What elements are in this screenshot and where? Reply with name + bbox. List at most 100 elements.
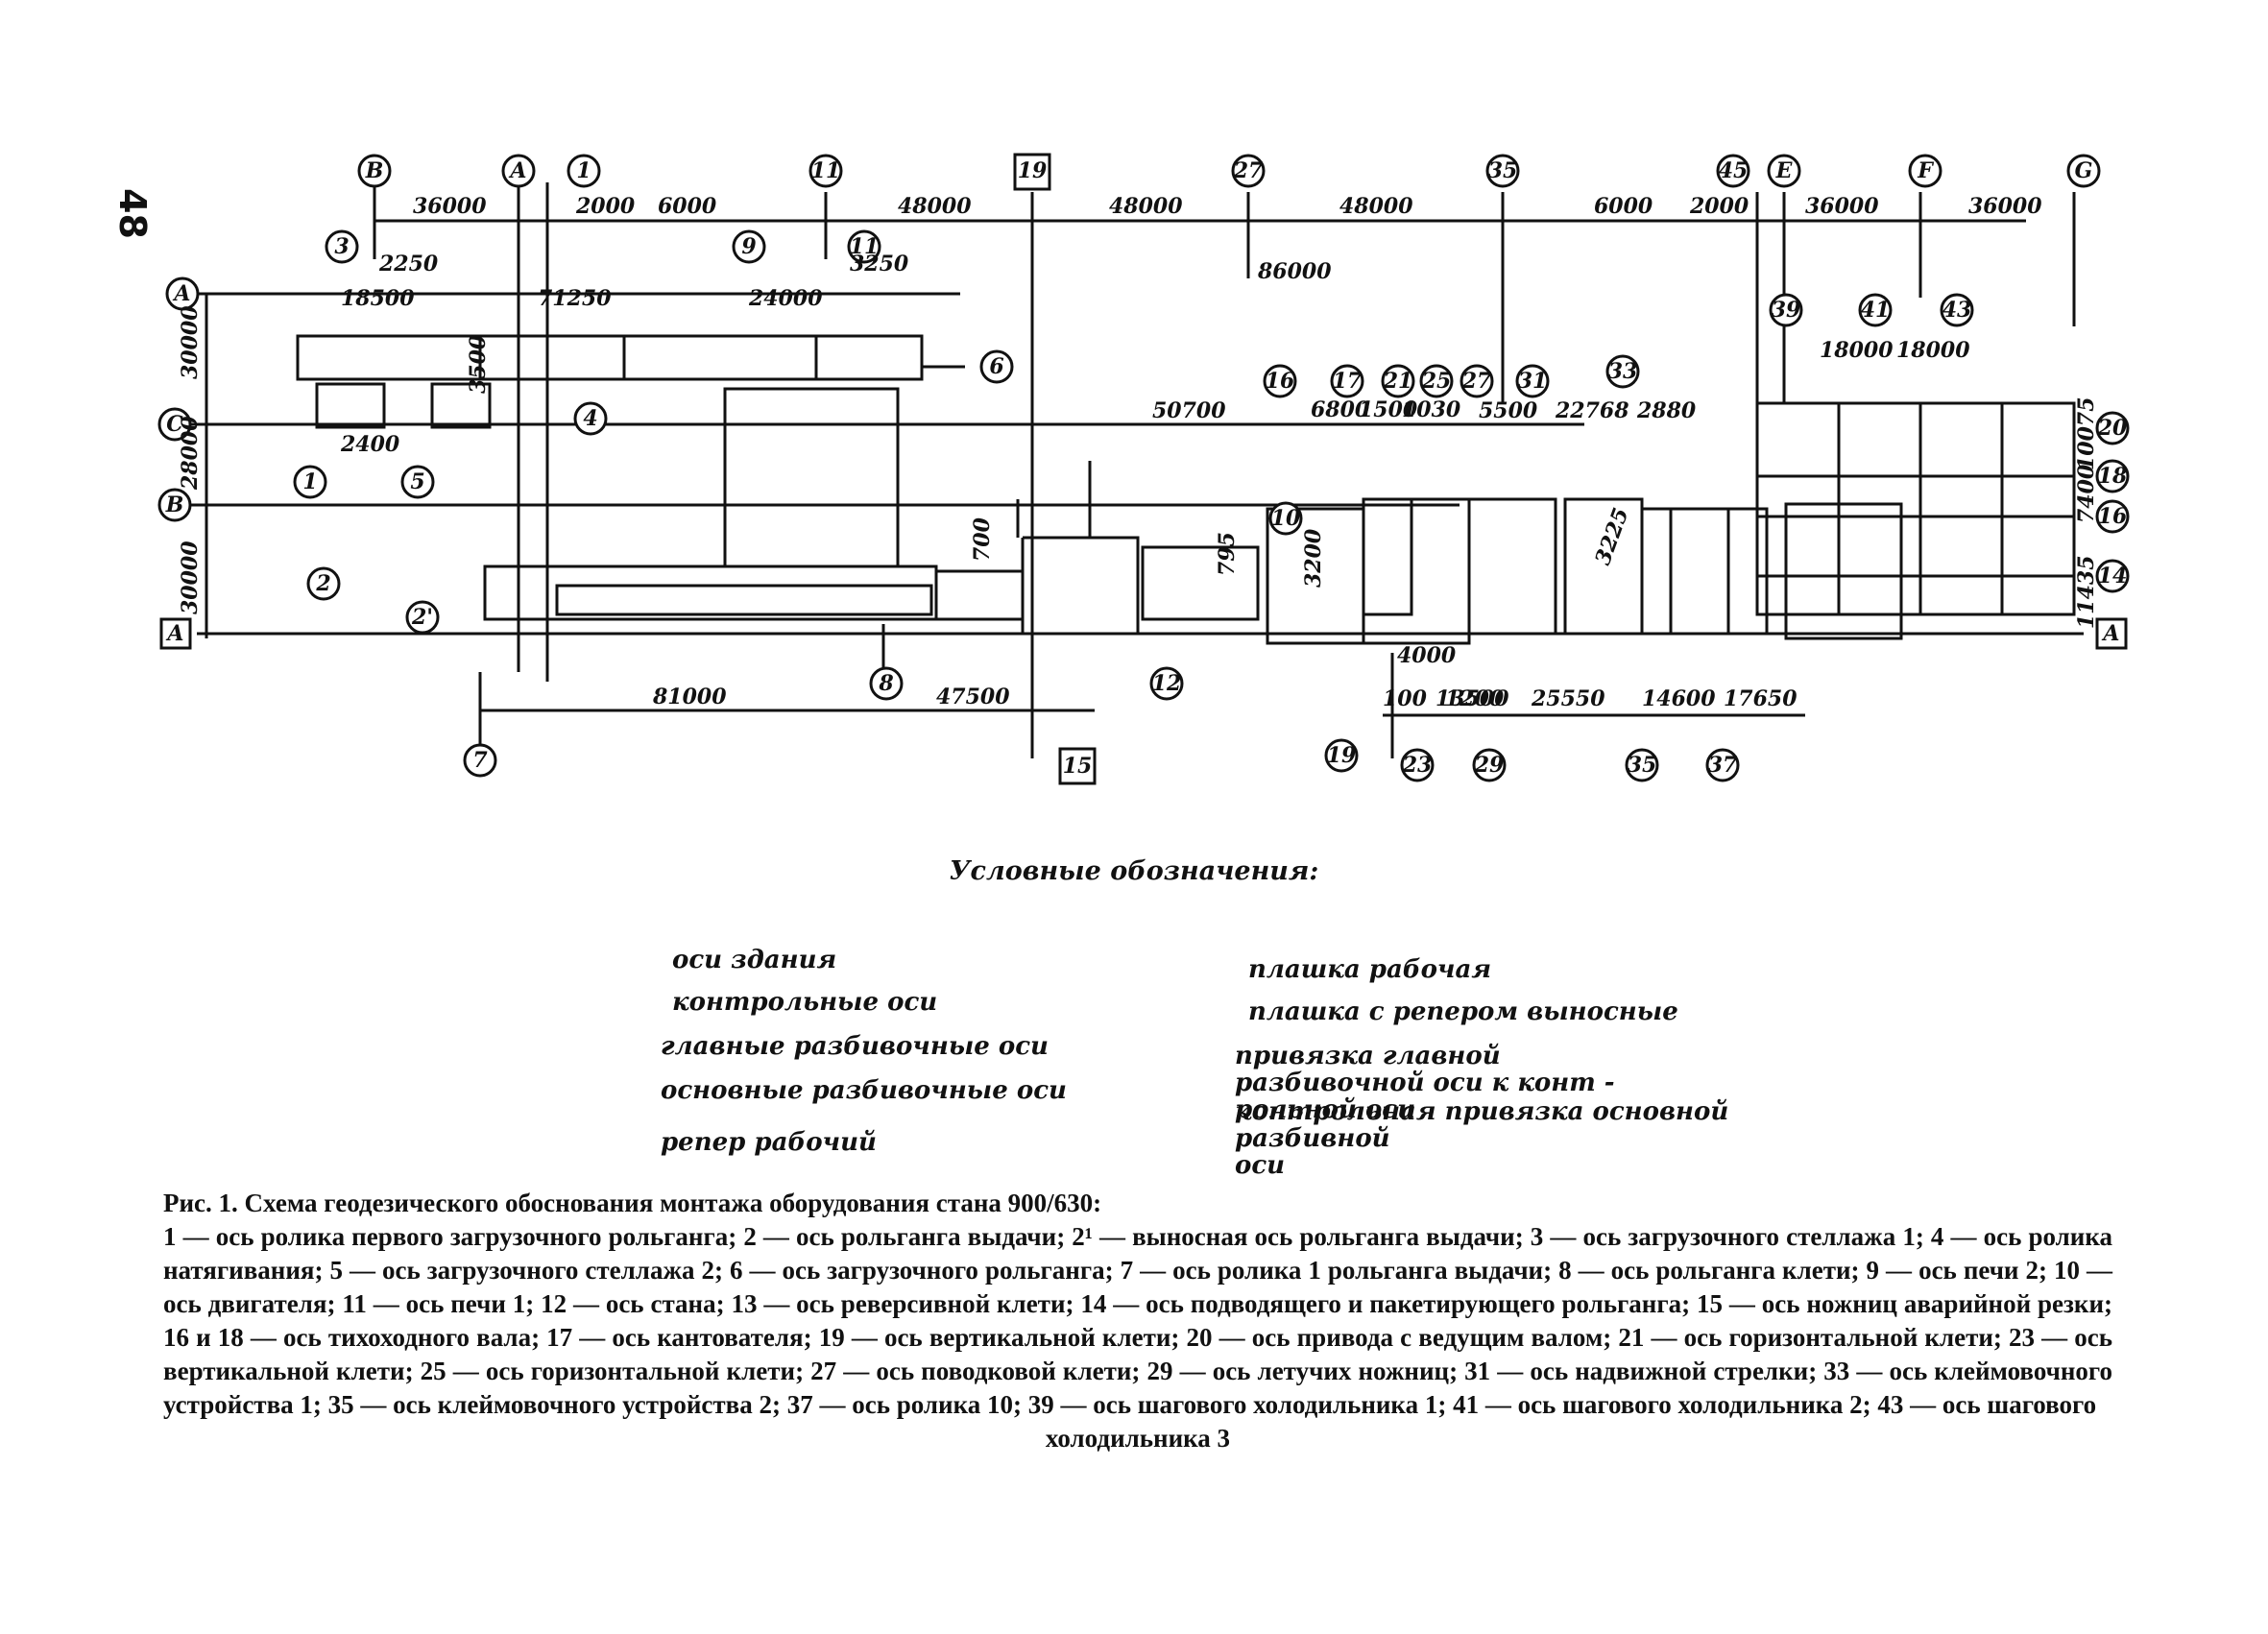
dim-top-8: 36000 xyxy=(1805,194,1879,219)
dim-inner-9: 2880 xyxy=(1636,398,1697,423)
axis-num-13: 6 xyxy=(989,354,1003,379)
dim-top-1: 2000 xyxy=(575,194,636,219)
dim-inner-6: 86000 xyxy=(1257,259,1332,284)
axis-top-10: G xyxy=(2075,158,2093,183)
dim-inner-19: 13500 xyxy=(1436,686,1509,711)
small-number-4: 100 xyxy=(1383,686,1428,711)
equipment-layout-scheme: 36000 2000 6000 48000 48000 48000 6000 2… xyxy=(157,153,2130,785)
dim-inner-7: 5500 xyxy=(1479,398,1538,423)
dim-inner-10: 18000 xyxy=(1820,338,1894,363)
axis-num-9: 33 xyxy=(1608,359,1638,384)
dim-top-6: 6000 xyxy=(1594,194,1653,219)
axis-num-30: 18 xyxy=(2098,464,2128,489)
axis-num-25: 23 xyxy=(1402,753,1433,778)
axis-top-0: В xyxy=(365,158,384,183)
dim-inner-11: 18000 xyxy=(1896,338,1970,363)
dim-inner-13: 47500 xyxy=(936,685,1010,709)
dim-top-4: 48000 xyxy=(1109,194,1183,219)
dim-top-0: 36000 xyxy=(413,194,487,219)
dim-inner-22: 17650 xyxy=(1724,686,1798,711)
small-number-3: 1200 xyxy=(1445,686,1505,711)
dim-top-5: 48000 xyxy=(1339,194,1413,219)
dim-inner-2: 24000 xyxy=(748,286,823,311)
dim-inner-12: 81000 xyxy=(652,685,727,709)
dim-inner-1: 71250 xyxy=(538,286,612,311)
axis-num-11: 41 xyxy=(1861,298,1891,323)
axis-num-14: 4 xyxy=(583,406,597,431)
dim-top-9: 36000 xyxy=(1968,194,2042,219)
axis-top-6: 35 xyxy=(1488,158,1518,183)
axis-num-0: 3 xyxy=(334,234,349,259)
axis-top-9: F xyxy=(1917,158,1934,183)
axis-num-18: 2' xyxy=(411,605,433,630)
caption-tail: холодильника 3 xyxy=(1045,1424,1231,1453)
legend-building-axes: оси здания xyxy=(672,946,837,974)
caption-body: 1 — ось ролика первого загрузочного роль… xyxy=(163,1222,2112,1419)
dim-inner-0: 18500 xyxy=(341,286,415,311)
caption-title: Рис. 1. Схема геодезического обоснования… xyxy=(163,1189,1102,1217)
legend-work-plate: плашка рабочая xyxy=(1248,955,1492,984)
dim-inner-21: 14600 xyxy=(1642,686,1716,711)
dim-inner-8: 22768 xyxy=(1555,398,1629,423)
axis-num-32: 14 xyxy=(2098,564,2128,589)
axis-num-28: 37 xyxy=(1708,753,1738,778)
axis-row-2: В xyxy=(165,493,184,517)
axis-top-1: А xyxy=(508,158,527,183)
dim-inner-15: 795 xyxy=(1215,532,1240,576)
legend-basic-layout-axes: основные разбивочные оси xyxy=(661,1076,1067,1105)
axis-num-17: 2 xyxy=(315,571,330,596)
dim-inner-20: 25550 xyxy=(1531,686,1605,711)
dim-inner-16: 4000 xyxy=(1397,643,1457,668)
axis-top-5: 27 xyxy=(1233,158,1264,183)
axis-num-6: 25 xyxy=(1421,369,1452,394)
axis-num-8: 31 xyxy=(1518,369,1548,394)
axis-num-2: 11 xyxy=(850,234,880,259)
dim-inner-27: 10075 xyxy=(2074,396,2099,470)
axis-num-15: 1 xyxy=(302,469,317,494)
dim-top-2: 6000 xyxy=(658,194,717,219)
dim-top-7: 2000 xyxy=(1689,194,1749,219)
axis-num-20: 10 xyxy=(1271,506,1301,531)
legend-control-binding: контрольная привязка основной разбивной … xyxy=(1235,1097,1729,1180)
axis-num-33: А xyxy=(2101,621,2120,646)
axis-num-26: 29 xyxy=(1474,753,1505,778)
axis-num-5: 21 xyxy=(1383,369,1413,394)
small-number-1: 1500 xyxy=(1359,397,1418,422)
axis-num-31: 16 xyxy=(2098,504,2128,529)
axis-num-4: 17 xyxy=(1333,369,1363,394)
axis-num-1: 9 xyxy=(741,234,756,259)
axis-num-24: 19 xyxy=(1327,743,1357,768)
dim-inner-26: 7400 xyxy=(2074,464,2099,523)
axis-num-12: 43 xyxy=(1942,298,1972,323)
axis-top-2: 1 xyxy=(576,158,591,183)
legend-plate-with-benchmark: плашка с репером выносные xyxy=(1248,997,1678,1026)
axis-num-22: 15 xyxy=(1063,754,1093,779)
legend-title: Условные обозначения: xyxy=(949,856,1319,886)
dim-inner-18: 3200 xyxy=(1301,528,1326,588)
axis-row-3: А xyxy=(165,621,184,646)
axis-num-23: 7 xyxy=(472,748,488,773)
dim-inner-25: 11435 xyxy=(2074,555,2099,629)
axis-num-7: 27 xyxy=(1461,369,1492,394)
axis-num-27: 35 xyxy=(1628,753,1657,778)
axis-row-1: С xyxy=(166,412,183,437)
axis-top-8: Е xyxy=(1775,158,1794,183)
small-number-0: 6800 xyxy=(1311,397,1370,422)
axis-num-21: 12 xyxy=(1152,671,1182,696)
axis-top-3: 11 xyxy=(811,158,841,183)
dim-inner-4: 3500 xyxy=(466,334,491,394)
axis-top-7: 45 xyxy=(1719,158,1749,183)
dim-left-1: 28000 xyxy=(178,416,203,491)
axis-num-19: 8 xyxy=(878,671,893,696)
dim-top-3: 48000 xyxy=(898,194,972,219)
axis-row-0: А xyxy=(172,281,191,306)
dim-inner-17: 3225 xyxy=(1590,505,1633,568)
dim-inner-23: 2250 xyxy=(378,252,439,276)
legend-main-layout-axes: главные разбивочные оси xyxy=(661,1032,1049,1061)
dim-inner-24: 3250 xyxy=(850,252,909,276)
legend-work-benchmark: репер рабочий xyxy=(661,1128,877,1157)
axis-num-29: 20 xyxy=(2097,416,2128,441)
legend-main-axis-binding: привязка главной разбивочной оси к конт … xyxy=(1235,1042,1615,1124)
axis-num-10: 39 xyxy=(1772,298,1801,323)
axis-top-4: 19 xyxy=(1018,158,1048,183)
